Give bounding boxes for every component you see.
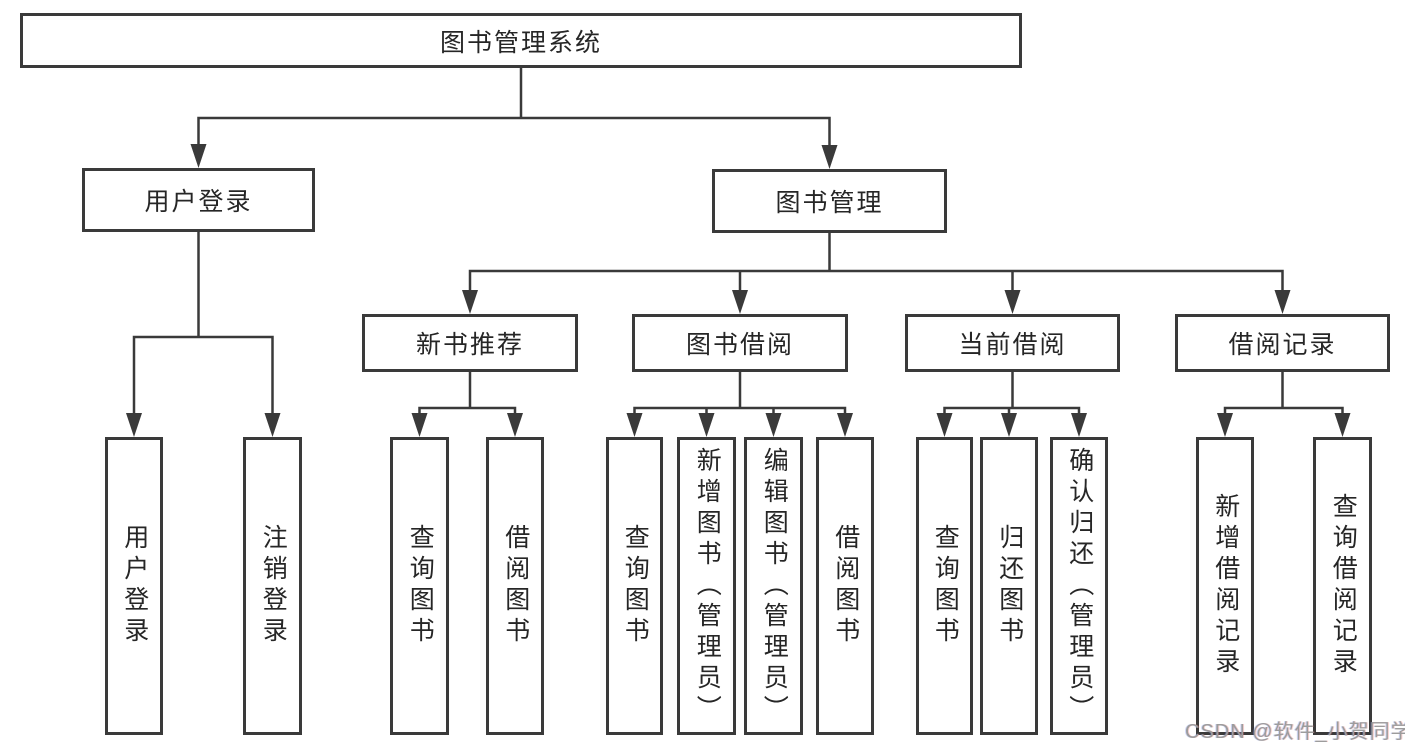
arrowhead-icon xyxy=(1217,413,1233,437)
node-leaf-borrow-books: 借阅图书 xyxy=(816,437,874,735)
arrowhead-icon xyxy=(732,290,748,314)
node-new-book-recommend-label: 新书推荐 xyxy=(415,331,524,359)
connector-current-borrow xyxy=(943,372,1081,420)
node-leaf-edit-books-admin: 编辑图书（管理员） xyxy=(744,437,803,735)
arrowhead-icon xyxy=(698,413,715,437)
arrowheads xyxy=(126,144,1351,437)
arrowhead-icon xyxy=(507,413,523,437)
arrowhead-icon xyxy=(1071,413,1087,437)
csdn-watermark: CSDN @软件_小贺同学 xyxy=(1185,721,1405,743)
node-leaf-confirm-return-admin-label: 确认归还（管理员） xyxy=(1065,446,1094,726)
connector-book-borrow xyxy=(633,372,847,420)
arrowhead-icon xyxy=(837,413,853,437)
node-library-system-label: 图书管理系统 xyxy=(439,28,602,57)
arrowhead-icon xyxy=(411,413,428,437)
arrowhead-icon xyxy=(765,413,782,437)
node-leaf-logout-label: 注销登录 xyxy=(259,524,288,648)
node-new-book-recommend: 新书推荐 xyxy=(362,314,578,372)
arrowhead-icon xyxy=(126,413,142,437)
connector-root xyxy=(197,68,831,151)
node-leaf-query-borrow-record-label: 查询借阅记录 xyxy=(1329,493,1358,679)
node-borrow-records: 借阅记录 xyxy=(1175,314,1390,372)
node-leaf-return-books-label: 归还图书 xyxy=(995,524,1024,648)
node-leaf-query-borrow-record: 查询借阅记录 xyxy=(1313,437,1372,735)
node-leaf-current-query-books: 查询图书 xyxy=(916,437,973,735)
arrowhead-icon xyxy=(264,413,281,437)
arrowhead-icon xyxy=(1274,290,1291,314)
arrowhead-icon xyxy=(936,413,953,437)
node-book-borrow: 图书借阅 xyxy=(632,314,848,372)
connector-book-management xyxy=(468,233,1284,297)
node-current-borrow: 当前借阅 xyxy=(905,314,1120,372)
arrowhead-icon xyxy=(1001,413,1017,437)
connector-user-login xyxy=(132,232,274,420)
node-book-management-label: 图书管理 xyxy=(775,189,884,217)
node-leaf-confirm-return-admin: 确认归还（管理员） xyxy=(1050,437,1108,735)
node-leaf-add-books-admin: 新增图书（管理员） xyxy=(677,437,736,735)
node-leaf-edit-books-admin-label: 编辑图书（管理员） xyxy=(760,446,789,726)
arrowhead-icon xyxy=(190,144,207,168)
node-leaf-login-label: 用户登录 xyxy=(120,524,149,648)
node-leaf-login: 用户登录 xyxy=(105,437,163,735)
node-leaf-recommend-query-books: 查询图书 xyxy=(390,437,449,735)
node-book-borrow-label: 图书借阅 xyxy=(685,331,794,359)
arrowhead-icon xyxy=(1004,290,1021,314)
arrowhead-icon xyxy=(626,413,643,437)
node-leaf-logout: 注销登录 xyxy=(243,437,302,735)
node-leaf-return-books: 归还图书 xyxy=(980,437,1038,735)
connector-new-book-recommend xyxy=(418,372,517,420)
node-leaf-add-borrow-record-label: 新增借阅记录 xyxy=(1211,493,1240,679)
node-leaf-recommend-borrow-books: 借阅图书 xyxy=(486,437,544,735)
node-user-login: 用户登录 xyxy=(82,168,315,232)
node-leaf-recommend-query-books-label: 查询图书 xyxy=(406,524,435,648)
node-user-login-label: 用户登录 xyxy=(144,188,253,216)
node-leaf-borrow-query-books: 查询图书 xyxy=(606,437,663,735)
node-library-system: 图书管理系统 xyxy=(20,13,1022,68)
node-leaf-current-query-books-label: 查询图书 xyxy=(931,524,960,648)
arrowhead-icon xyxy=(1334,413,1351,437)
node-leaf-recommend-borrow-books-label: 借阅图书 xyxy=(501,524,530,648)
connector-borrow-records xyxy=(1223,372,1344,420)
node-leaf-borrow-query-books-label: 查询图书 xyxy=(621,524,650,648)
arrowhead-icon xyxy=(462,290,478,314)
node-leaf-add-books-admin-label: 新增图书（管理员） xyxy=(693,446,722,726)
arrowhead-icon xyxy=(821,145,838,169)
node-borrow-records-label: 借阅记录 xyxy=(1228,331,1337,359)
node-book-management: 图书管理 xyxy=(712,169,947,233)
node-current-borrow-label: 当前借阅 xyxy=(958,331,1067,359)
node-leaf-add-borrow-record: 新增借阅记录 xyxy=(1196,437,1254,735)
node-leaf-borrow-books-label: 借阅图书 xyxy=(831,524,860,648)
